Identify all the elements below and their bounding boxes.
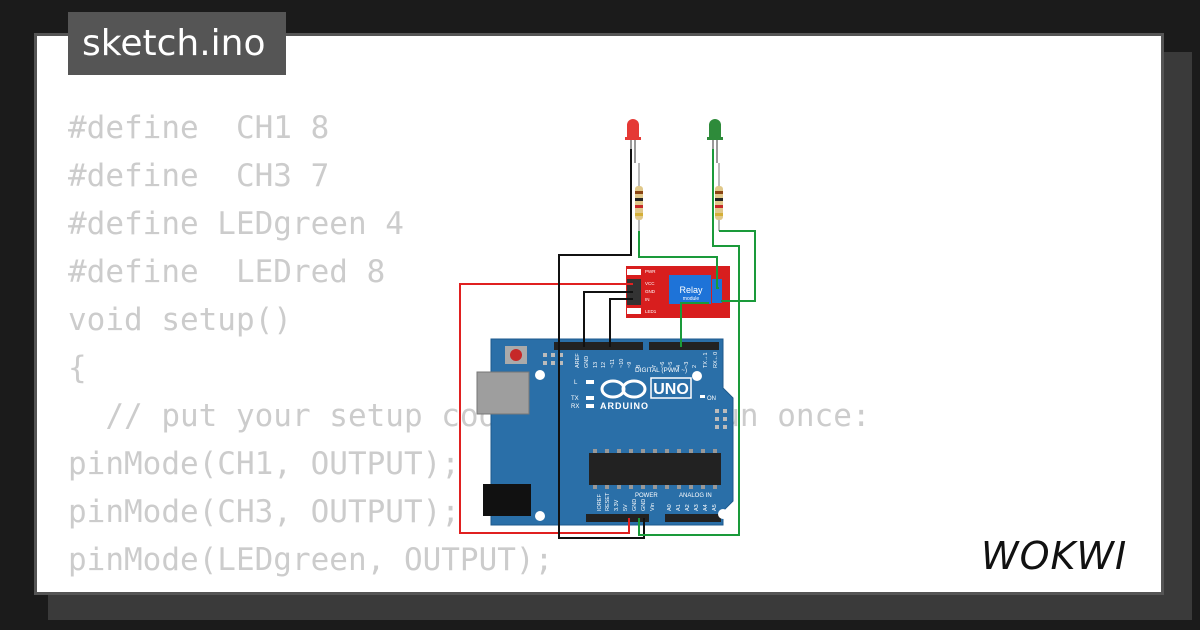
power-pin-label: 3.3V — [614, 499, 620, 511]
power-pin-label: GND — [632, 499, 638, 511]
code-line: void setup() — [68, 302, 292, 338]
digital-pin-label: 12 — [601, 362, 607, 368]
wokwi-logo: WOKWI — [981, 534, 1127, 578]
digital-pin-label: ~3 — [684, 362, 690, 368]
wire-black-in — [609, 298, 633, 347]
power-pin-label: GND — [641, 499, 647, 511]
wire-green-relay-com — [719, 230, 756, 302]
relay-terminal[interactable] — [712, 279, 722, 303]
circuit-diagram: UNO ARDUINO DIGITAL (PWM ~) ON L TX RX P… — [459, 119, 756, 539]
code-line: pinMode(LEDgreen, OUTPUT); — [68, 542, 554, 578]
digital-pin-label: 8 — [636, 365, 642, 368]
code-line: pinMode(LEDred, OUTPUT); — [68, 584, 871, 592]
file-tab-label: sketch.ino — [82, 23, 266, 64]
digital-pin-label: AREF — [575, 353, 581, 368]
power-label: POWER — [635, 493, 658, 499]
digital-pin-label: 2 — [692, 365, 698, 368]
digital-pin-label: 13 — [593, 362, 599, 368]
code-line: #define CH1 8 — [68, 110, 330, 146]
power-jack — [483, 484, 531, 516]
usb-connector — [476, 371, 530, 415]
board-brand: ARDUINO — [600, 401, 649, 411]
digital-pin-label: GND — [584, 356, 590, 368]
power-header[interactable] — [586, 514, 649, 522]
green-led[interactable] — [707, 119, 723, 163]
power-pin-label: RESET — [605, 492, 611, 511]
wire-red-vcc — [459, 283, 633, 534]
wokwi-logo-text: WOKWI — [981, 534, 1127, 578]
board-model: UNO — [653, 381, 689, 398]
analog-header[interactable] — [665, 514, 721, 522]
wire-green-led-relay — [638, 231, 719, 289]
code-line: pinMode(CH3, OUTPUT); — [68, 494, 460, 530]
on-label: ON — [707, 396, 716, 402]
digital-header-left[interactable] — [554, 342, 643, 350]
digital-pin-label: TX→1 — [703, 352, 709, 368]
tx-label: TX — [571, 396, 579, 402]
file-tab[interactable]: sketch.ino — [68, 12, 286, 75]
wire-green-relay-out — [680, 302, 709, 347]
analog-pin-label: A2 — [685, 504, 691, 511]
power-pin-label: IOREF — [597, 494, 603, 511]
digital-pin-label: ~10 — [619, 359, 625, 368]
red-led[interactable] — [625, 119, 641, 163]
code-line: #define CH3 7 — [68, 158, 330, 194]
arduino-uno-board[interactable]: UNO ARDUINO DIGITAL (PWM ~) ON L TX RX P… — [476, 338, 734, 526]
relay-module[interactable]: Relay module PWR VCC GND IN LED1 — [626, 266, 730, 318]
relay-pin-label: VCC — [645, 281, 655, 286]
power-pin-label: 5V — [623, 504, 629, 511]
analog-pin-label: A4 — [703, 504, 709, 511]
l-label: L — [574, 380, 578, 386]
digital-pin-label: ~11 — [610, 359, 616, 368]
relay-box — [669, 275, 711, 304]
power-pin-label: Vin — [650, 503, 656, 511]
relay-label: Relay — [679, 285, 703, 295]
digital-header-right[interactable] — [649, 342, 719, 350]
code-line: #define LEDgreen 4 — [68, 206, 404, 242]
wire-black-gnd-relay — [583, 291, 633, 347]
relay-pin-label: PWR — [645, 269, 656, 274]
code-line: { — [68, 350, 87, 386]
digital-pin-label: 4 — [676, 365, 682, 368]
code-line: #define LEDred 8 — [68, 254, 386, 290]
resistor-green[interactable] — [715, 163, 723, 231]
relay-pin-label: LED1 — [645, 309, 657, 314]
digital-pin-label: ~9 — [627, 362, 633, 368]
analog-pin-label: A5 — [712, 504, 718, 511]
arduino-logo-icon — [600, 379, 647, 399]
resistor-red[interactable] — [635, 163, 643, 231]
relay-sublabel: module — [683, 296, 700, 302]
digital-pin-label: RX←0 — [713, 352, 719, 368]
code-line: pinMode(CH1, OUTPUT); — [68, 446, 460, 482]
analog-pin-label: A0 — [667, 504, 673, 511]
code-editor: #define CH1 8 #define CH3 7 #define LEDgre… — [68, 104, 871, 592]
analog-pin-label: A3 — [694, 504, 700, 511]
atmega-chip — [589, 453, 721, 485]
digital-label: DIGITAL (PWM ~) — [635, 367, 687, 374]
rx-label: RX — [571, 404, 579, 410]
digital-pin-label: ~5 — [668, 362, 674, 368]
relay-pin-label: IN — [645, 297, 650, 302]
analog-pin-label: A1 — [676, 504, 682, 511]
analog-label: ANALOG IN — [679, 493, 712, 499]
digital-pin-label: 7 — [652, 365, 658, 368]
wire-green-led-resistor — [638, 149, 740, 536]
digital-pin-label: ~6 — [660, 362, 666, 368]
relay-pin-label: GND — [645, 289, 656, 294]
project-preview-card[interactable]: #define CH1 8 #define CH3 7 #define LEDgre… — [34, 33, 1164, 595]
